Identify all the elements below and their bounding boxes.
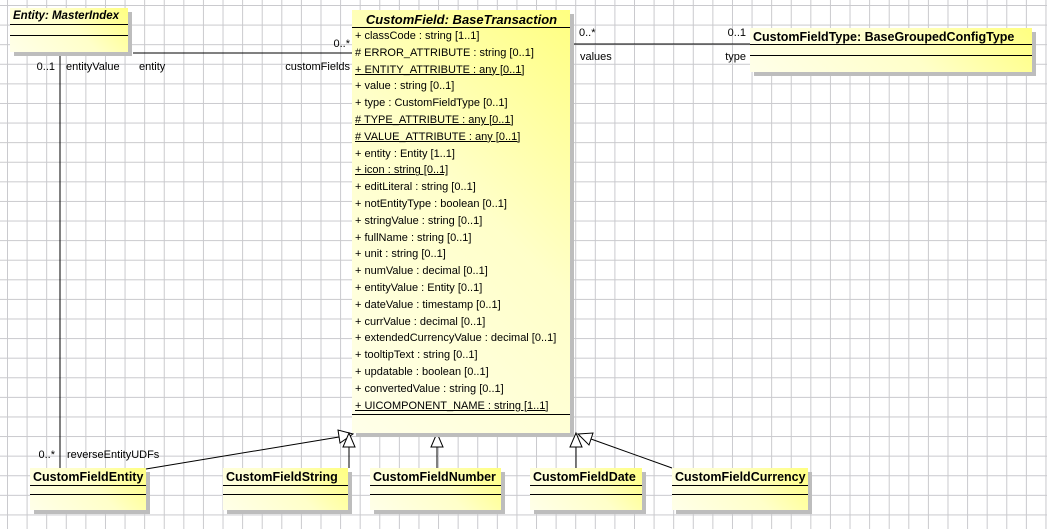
attribute-row[interactable]: + ENTITY_ATTRIBUTE : any [0..1] xyxy=(355,63,525,76)
attribute-row[interactable]: + value : string [0..1] xyxy=(355,80,455,93)
attribute-row[interactable]: + icon : string [0..1] xyxy=(355,164,449,177)
class-title: CustomFieldCurrency xyxy=(672,468,808,486)
attribute-row[interactable]: + extendedCurrencyValue : decimal [0..1] xyxy=(355,332,557,345)
generalization-arrow-icon xyxy=(342,431,356,448)
multiplicity-label-values[interactable]: 0..* xyxy=(579,27,596,39)
class-box-customfieldentity[interactable]: CustomFieldEntity xyxy=(30,468,146,510)
multiplicity-label-type[interactable]: 0..1 xyxy=(727,27,746,39)
attribute-row[interactable]: + type : CustomFieldType [0..1] xyxy=(355,97,508,110)
attribute-row[interactable]: + stringValue : string [0..1] xyxy=(355,214,483,227)
operations-compartment xyxy=(672,495,808,510)
attribute-row[interactable]: + tooltipText : string [0..1] xyxy=(355,349,478,362)
role-label-reverseentityudfs[interactable]: reverseEntityUDFs xyxy=(67,449,160,461)
attribute-row[interactable]: + UICOMPONENT_NAME : string [1..1] xyxy=(355,399,549,412)
multiplicity-label-customfields[interactable]: 0..* xyxy=(333,38,350,50)
generalization-customfieldnumber[interactable] xyxy=(430,431,444,468)
class-box-customfieldstring[interactable]: CustomFieldString xyxy=(223,468,348,510)
attributes-compartment xyxy=(672,486,808,495)
attribute-row[interactable]: + notEntityType : boolean [0..1] xyxy=(355,197,507,210)
class-title: CustomFieldNumber xyxy=(370,468,501,486)
attribute-row[interactable]: + entity : Entity [1..1] xyxy=(355,147,455,160)
class-box-customfieldcurrency[interactable]: CustomFieldCurrency xyxy=(672,468,808,510)
class-title: CustomFieldEntity xyxy=(30,468,146,486)
generalization-customfieldcurrency[interactable] xyxy=(576,432,673,469)
generalization-customfieldentity[interactable] xyxy=(145,429,355,470)
generalization-customfielddate[interactable] xyxy=(569,431,583,468)
attributes-compartment xyxy=(30,486,146,495)
operations-compartment xyxy=(30,495,146,510)
operations-compartment xyxy=(370,495,501,510)
attribute-row[interactable]: + convertedValue : string [0..1] xyxy=(355,382,504,395)
operations-compartment xyxy=(10,36,128,52)
attribute-row[interactable]: # TYPE_ATTRIBUTE : any [0..1] xyxy=(355,113,514,126)
attributes-compartment xyxy=(370,486,501,495)
attributes-compartment xyxy=(750,45,1032,56)
attributes-compartment xyxy=(530,486,642,495)
multiplicity-label-entityvalue[interactable]: 0..1 xyxy=(36,61,55,73)
attribute-row[interactable]: + entityValue : Entity [0..1] xyxy=(355,281,483,294)
class-box-customfielddate[interactable]: CustomFieldDate xyxy=(530,468,642,510)
operations-compartment xyxy=(750,56,1032,72)
class-title: Entity: MasterIndex xyxy=(10,8,128,25)
attribute-row[interactable]: + numValue : decimal [0..1] xyxy=(355,265,488,278)
attribute-row[interactable]: # VALUE_ATTRIBUTE : any [0..1] xyxy=(355,130,521,143)
generalization-arrow-icon xyxy=(569,431,583,448)
class-box-customfield-basetransaction[interactable]: CustomField: BaseTransaction + classCode… xyxy=(352,10,570,433)
attribute-row[interactable]: + updatable : boolean [0..1] xyxy=(355,365,489,378)
class-box-customfieldtype-basegroupedconfigtype[interactable]: CustomFieldType: BaseGroupedConfigType xyxy=(750,28,1032,72)
attributes-compartment xyxy=(223,486,348,495)
role-label-values[interactable]: values xyxy=(580,51,612,63)
generalization-customfieldstring[interactable] xyxy=(342,431,356,468)
role-label-entity[interactable]: entity xyxy=(139,61,166,73)
generalization-arrow-icon xyxy=(576,432,594,446)
class-title: CustomFieldString xyxy=(223,468,348,486)
class-title: CustomFieldType: BaseGroupedConfigType xyxy=(750,28,1032,45)
attribute-row[interactable]: + currValue : decimal [0..1] xyxy=(355,315,486,328)
operations-compartment xyxy=(530,495,642,510)
operations-compartment xyxy=(352,415,570,433)
attribute-row[interactable]: + fullName : string [0..1] xyxy=(355,231,472,244)
attribute-row[interactable]: + editLiteral : string [0..1] xyxy=(355,181,476,194)
attributes-compartment xyxy=(10,25,128,36)
generalization-arrow-icon xyxy=(430,431,444,448)
role-label-customfields[interactable]: customFields xyxy=(285,61,350,73)
class-title: CustomField: BaseTransaction xyxy=(352,10,570,28)
multiplicity-label-reverseentityudfs[interactable]: 0..* xyxy=(38,449,55,461)
class-title: CustomFieldDate xyxy=(530,468,642,486)
attribute-row[interactable]: + classCode : string [1..1] xyxy=(355,30,480,42)
operations-compartment xyxy=(223,495,348,510)
class-box-customfieldnumber[interactable]: CustomFieldNumber xyxy=(370,468,501,510)
role-label-entityvalue[interactable]: entityValue xyxy=(66,61,120,73)
attributes-compartment: + classCode : string [1..1] # ERROR_ATTRI… xyxy=(352,28,570,416)
attribute-row[interactable]: # ERROR_ATTRIBUTE : string [0..1] xyxy=(355,46,534,59)
attribute-row[interactable]: + unit : string [0..1] xyxy=(355,248,446,261)
class-box-entity-masterindex[interactable]: Entity: MasterIndex xyxy=(10,8,128,52)
role-label-type[interactable]: type xyxy=(725,51,746,63)
attribute-row[interactable]: + dateValue : timestamp [0..1] xyxy=(355,298,501,311)
